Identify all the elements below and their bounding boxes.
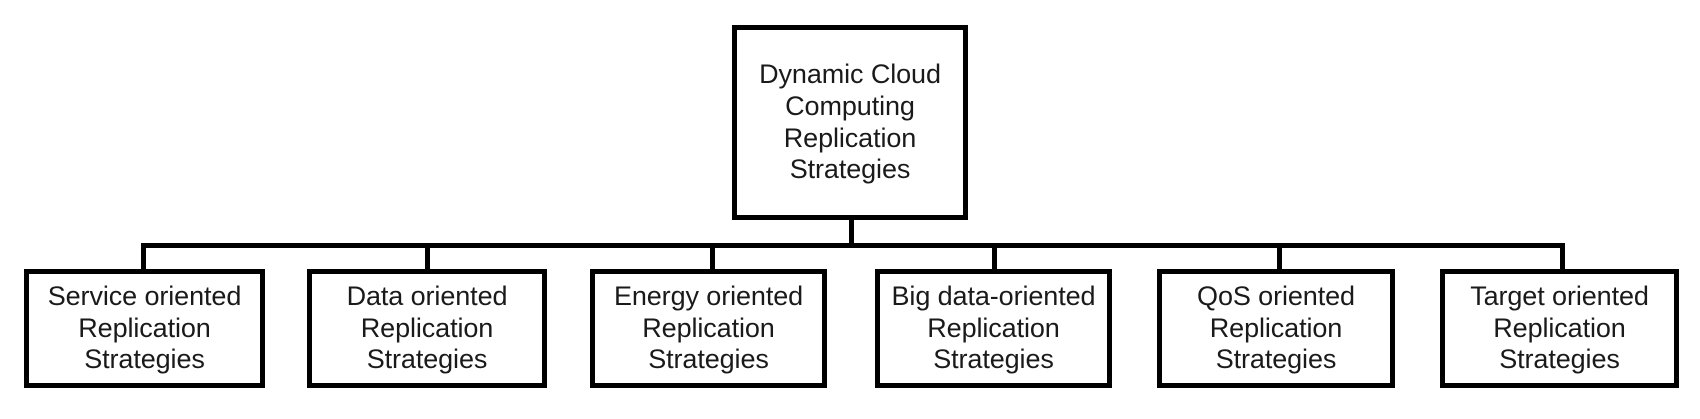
root-stem-connector <box>849 218 854 247</box>
child-node-data-oriented[interactable]: Data oriented Replication Strategies <box>307 269 547 388</box>
root-node[interactable]: Dynamic Cloud Computing Replication Stra… <box>732 25 968 220</box>
child-node-label-6: Target oriented Replication Strategies <box>1470 281 1649 375</box>
root-node-label: Dynamic Cloud Computing Replication Stra… <box>759 59 941 185</box>
child-node-label-3: Energy oriented Replication Strategies <box>613 281 804 375</box>
child-node-big-data-oriented[interactable]: Big data-oriented Replication Strategies <box>875 269 1112 388</box>
child-stem-connector-6 <box>1560 243 1565 271</box>
child-stem-connector-5 <box>1277 243 1282 271</box>
child-stem-connector-4 <box>992 243 997 271</box>
child-node-label-4: Big data-oriented Replication Strategies <box>891 281 1096 375</box>
child-node-service-oriented[interactable]: Service oriented Replication Strategies <box>24 269 265 388</box>
child-stem-connector-2 <box>425 243 430 271</box>
child-node-target-oriented[interactable]: Target oriented Replication Strategies <box>1440 269 1679 388</box>
child-node-energy-oriented[interactable]: Energy oriented Replication Strategies <box>590 269 827 388</box>
child-node-label-5: QoS oriented Replication Strategies <box>1197 281 1355 375</box>
child-node-qos-oriented[interactable]: QoS oriented Replication Strategies <box>1157 269 1395 388</box>
child-stem-connector-1 <box>141 243 146 271</box>
child-node-label-1: Service oriented Replication Strategies <box>47 281 242 375</box>
child-node-label-2: Data oriented Replication Strategies <box>346 281 508 375</box>
horizontal-bus-connector <box>142 243 1565 248</box>
child-stem-connector-3 <box>710 243 715 271</box>
